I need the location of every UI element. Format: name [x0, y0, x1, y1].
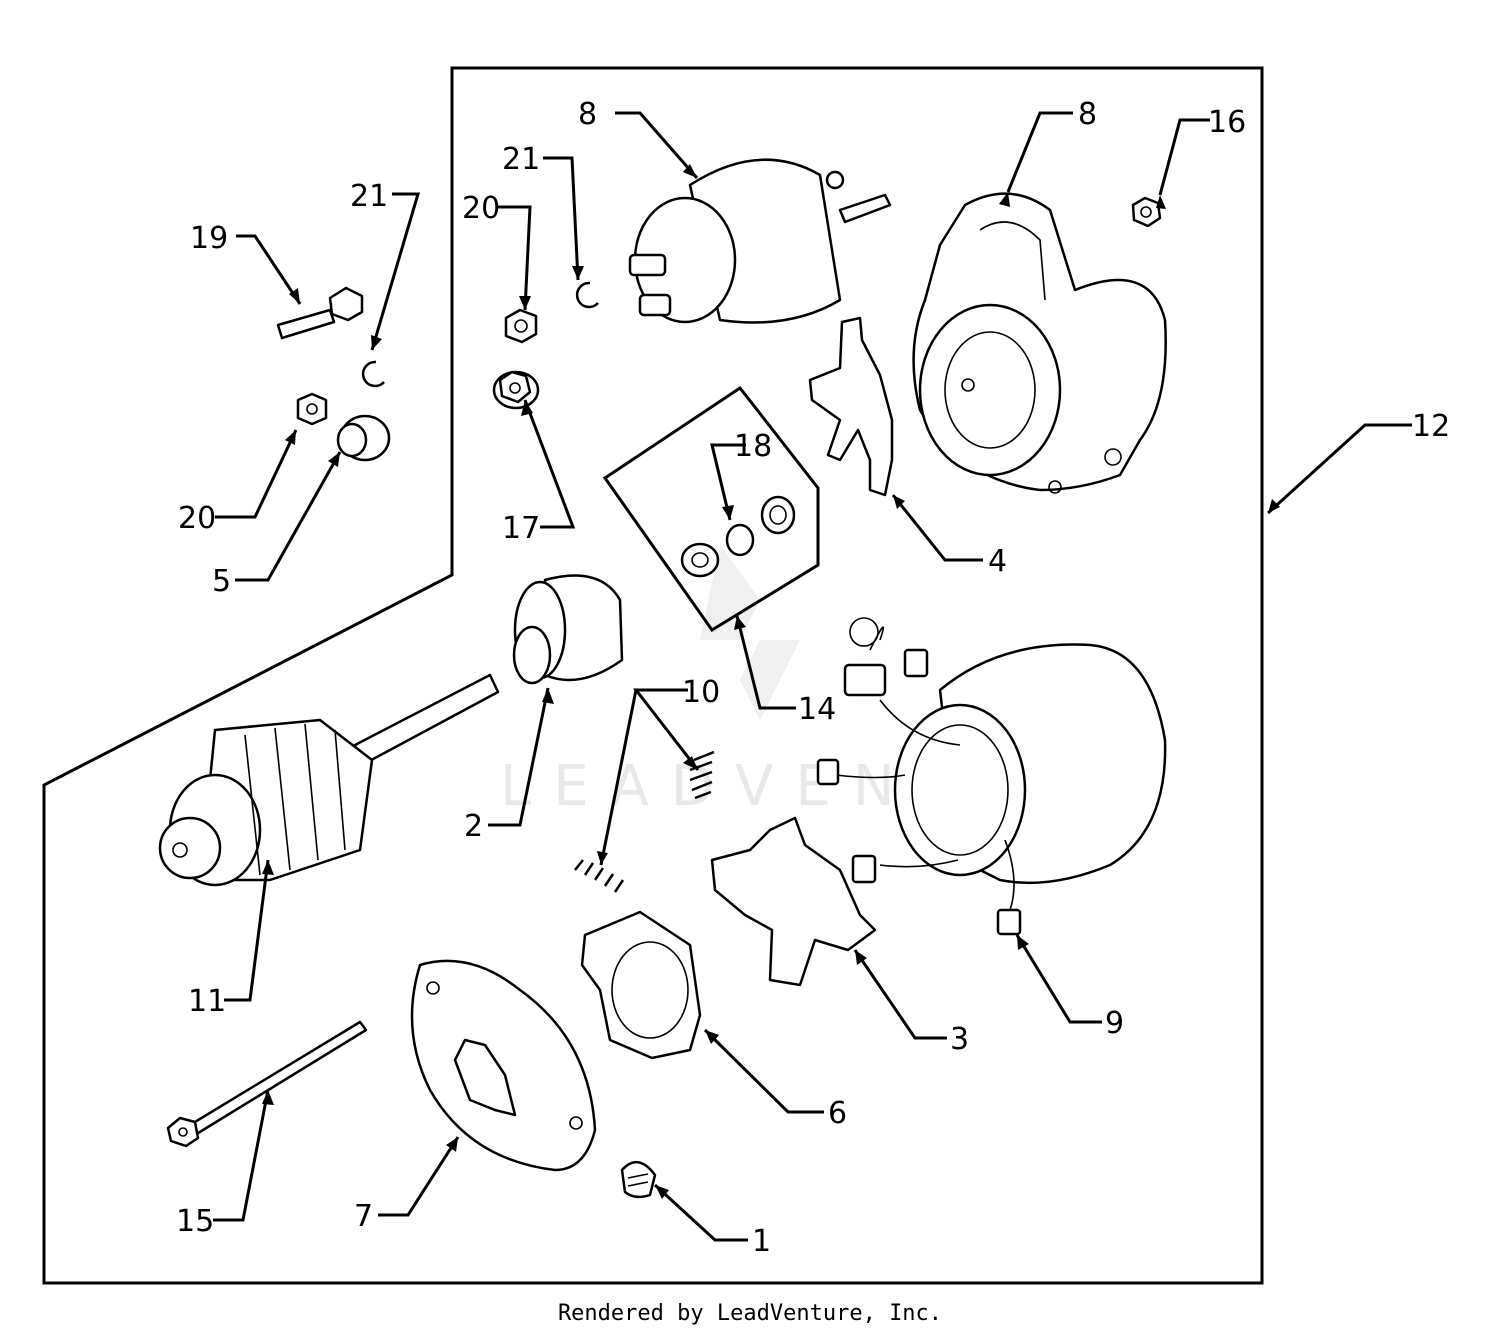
- part-lock-washer-inner: [575, 281, 599, 309]
- part-solenoid: [628, 158, 892, 324]
- leader-lines: [213, 111, 1412, 1242]
- leader-arrowheads: [262, 164, 1280, 1199]
- part-bushing: [336, 414, 391, 462]
- callout-2: 2: [464, 809, 483, 844]
- callout-15: 15: [176, 1204, 214, 1239]
- part-yoke: [816, 617, 1167, 936]
- callout-11: 11: [188, 984, 226, 1019]
- assembly-boundary: [42, 66, 1264, 1285]
- callout-9: 9: [1105, 1006, 1124, 1041]
- callout-20-outer: 20: [178, 501, 216, 536]
- callout-13: 8: [578, 97, 597, 132]
- part-nut-inner: [504, 308, 538, 344]
- part-brush-holder: [710, 816, 877, 987]
- callout-10: 10: [682, 675, 720, 710]
- callout-7: 7: [354, 1199, 373, 1234]
- callout-19: 19: [190, 221, 228, 256]
- part-nut-16: [1131, 196, 1162, 228]
- part-kit-box: [602, 385, 820, 633]
- callout-6: 6: [828, 1096, 847, 1131]
- callout-18: 18: [734, 429, 772, 464]
- part-cap: [620, 1161, 657, 1199]
- callout-4: 4: [988, 544, 1007, 579]
- callout-16: 16: [1208, 105, 1246, 140]
- part-armature: [158, 673, 500, 887]
- callouts: 8 21 20 19 21 20 5 17 8 16 12 4 18 14 10…: [176, 97, 1450, 1259]
- callout-8: 8: [1078, 97, 1097, 132]
- part-flange-nut: [492, 370, 540, 410]
- part-shift-lever: [808, 316, 894, 497]
- callout-21-inner: 21: [502, 142, 540, 177]
- part-nut-outer: [296, 392, 328, 426]
- callout-17: 17: [502, 511, 540, 546]
- callout-1: 1: [752, 1224, 771, 1259]
- part-rear-cover: [410, 959, 597, 1172]
- part-front-housing: [912, 192, 1167, 494]
- callout-5: 5: [212, 564, 231, 599]
- part-pinion-drive: [512, 574, 624, 685]
- part-spring-upper: [689, 750, 715, 800]
- part-spring-lower: [574, 859, 625, 893]
- callout-20-inner: 20: [462, 191, 500, 226]
- callout-14: 14: [798, 692, 836, 727]
- part-bolt-19: [276, 286, 364, 340]
- callout-21-outer: 21: [350, 179, 388, 214]
- part-through-bolt: [166, 1020, 368, 1148]
- part-lock-washer-outer: [361, 360, 385, 388]
- footer-credit: Rendered by LeadVenture, Inc.: [558, 1301, 942, 1326]
- callout-3: 3: [950, 1022, 969, 1057]
- part-brush-plate: [580, 910, 702, 1060]
- callout-12: 12: [1412, 409, 1450, 444]
